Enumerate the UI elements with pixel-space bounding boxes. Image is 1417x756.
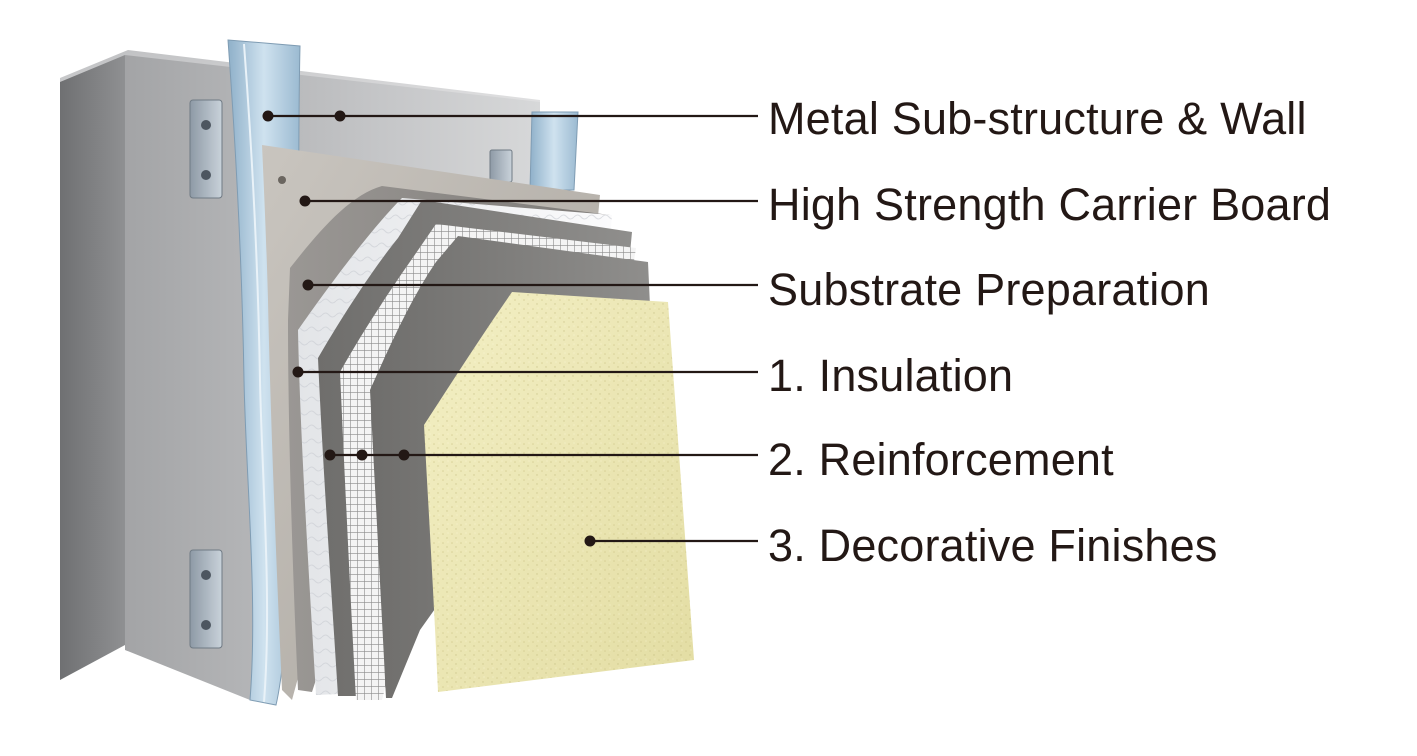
label-decorative-finishes: 3. Decorative Finishes xyxy=(768,520,1218,571)
decorative-finish-layer xyxy=(424,292,694,692)
label-reinforcement: 2. Reinforcement xyxy=(768,434,1114,485)
label-substrate-preparation: Substrate Preparation xyxy=(768,264,1210,315)
label-insulation: 1. Insulation xyxy=(768,350,1014,401)
leader-lines xyxy=(262,110,758,547)
label-carrier-board: High Strength Carrier Board xyxy=(768,179,1332,230)
label-metal-substructure-wall: Metal Sub-structure & Wall xyxy=(768,93,1307,144)
metal-brackets xyxy=(189,99,513,649)
